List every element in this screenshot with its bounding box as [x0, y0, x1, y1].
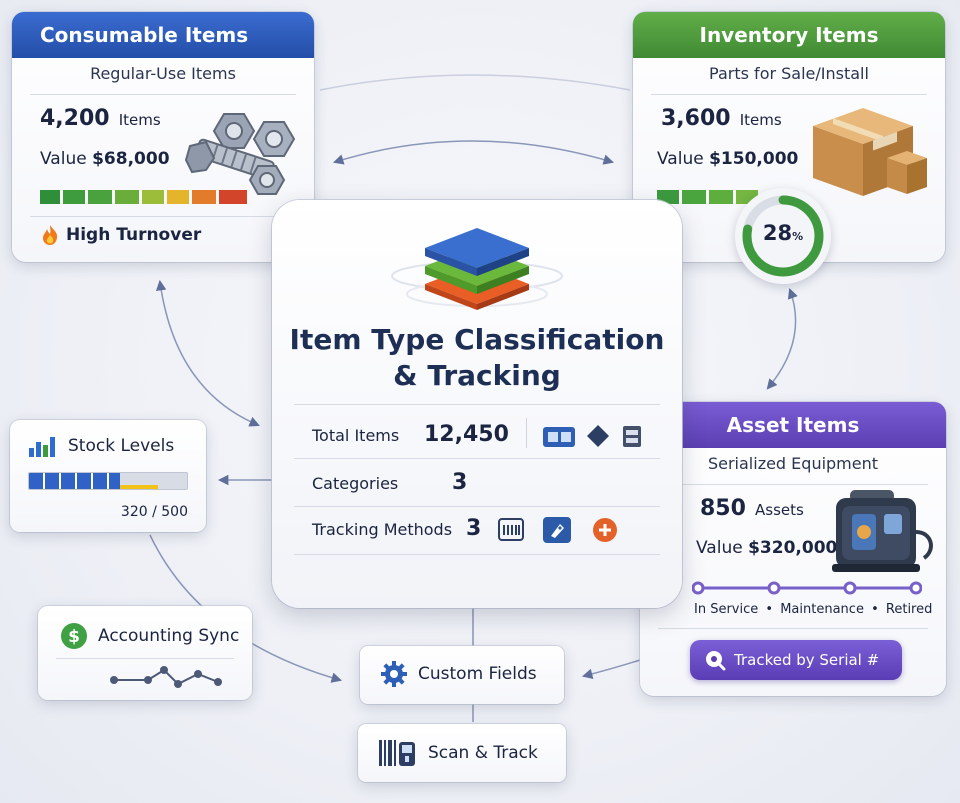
equipment-icon: [832, 490, 933, 572]
stage-maintenance: Maintenance: [780, 602, 864, 617]
boxes-icon: [813, 108, 927, 196]
scan-track-button[interactable]: Scan & Track: [358, 724, 566, 782]
svg-text:$: $: [68, 627, 80, 647]
total-items-value: 12,450: [424, 422, 509, 447]
consumable-count: 4,200: [40, 106, 110, 131]
asset-value-row: Value $320,000: [696, 538, 837, 558]
inventory-title: Inventory Items: [699, 23, 879, 47]
inventory-header: Inventory Items: [633, 12, 945, 58]
gauge-unit: %: [792, 230, 804, 243]
barcode-scanner-icon: [379, 740, 415, 766]
stock-levels-title: Stock Levels: [68, 436, 175, 456]
diamond-icon: [587, 425, 609, 447]
inventory-level-bar: [657, 190, 758, 204]
inventory-count: 3,600: [661, 106, 731, 131]
asset-value-label: Value: [696, 538, 743, 558]
consumable-value: $68,000: [92, 149, 170, 169]
consumable-value-label: Value: [40, 149, 87, 169]
total-items-label: Total Items: [312, 426, 400, 445]
categories-value: 3: [452, 470, 468, 495]
turnover-bar: [40, 190, 247, 204]
cabinet-icon: [623, 426, 641, 447]
custom-fields-button[interactable]: Custom Fields: [360, 646, 564, 704]
bolts-icon: [184, 113, 296, 195]
asset-title: Asset Items: [726, 413, 860, 437]
asset-header: Asset Items: [640, 402, 946, 448]
inventory-count-row: 3,600 Items: [661, 106, 782, 131]
stock-current: 320: [120, 504, 148, 520]
stock-levels-card[interactable]: Stock Levels 320 / 500: [10, 420, 206, 532]
inventory-value-label: Value: [657, 149, 704, 169]
tracking-methods-label: Tracking Methods: [312, 520, 453, 539]
storage-icon: [543, 427, 575, 447]
asset-count-unit: Assets: [755, 501, 804, 519]
tracked-by-serial-button[interactable]: Tracked by Serial #: [690, 640, 902, 680]
consumable-count-unit: Items: [118, 111, 161, 129]
scan-track-label: Scan & Track: [428, 743, 538, 763]
barcode-icon: [498, 518, 524, 541]
accounting-sync-card[interactable]: $ Accounting Sync: [38, 606, 252, 700]
consumable-subtitle: Regular-Use Items: [90, 64, 236, 83]
asset-count-row: 850 Assets: [700, 496, 804, 521]
gauge-ring: [742, 195, 824, 277]
flame-icon: [43, 225, 58, 245]
consumable-title: Consumable Items: [40, 23, 249, 47]
consumable-header: Consumable Items: [12, 12, 314, 58]
inventory-subtitle: Parts for Sale/Install: [709, 64, 869, 83]
center-title-line1: Item Type Classification: [289, 323, 665, 356]
stock-level-readout: 320 / 500: [120, 504, 188, 520]
gauge-value: 28: [762, 221, 793, 245]
stage-in-service: In Service: [694, 602, 759, 617]
accounting-sync-title: Accounting Sync: [98, 626, 240, 646]
high-turnover-badge: High Turnover: [40, 224, 201, 246]
custom-fields-label: Custom Fields: [418, 664, 537, 684]
asset-count: 850: [700, 496, 746, 521]
layers-icon: [391, 228, 563, 310]
add-tracking-icon[interactable]: [592, 517, 618, 543]
consumable-value-row: Value $68,000: [40, 149, 170, 169]
lifecycle-stages: In Service • Maintenance • Retired: [694, 602, 933, 617]
inventory-value: $150,000: [709, 149, 799, 169]
categories-label: Categories: [312, 474, 399, 493]
rfid-tag-icon: [543, 517, 571, 543]
asset-subtitle: Serialized Equipment: [707, 454, 879, 473]
dollar-icon: $: [61, 623, 87, 649]
stage-retired: Retired: [885, 602, 933, 617]
center-title-line2: & Tracking: [393, 359, 561, 392]
asset-card[interactable]: Asset Items Serialized Equipment 850 Ass…: [640, 402, 946, 696]
tag-icon: [706, 651, 726, 671]
inventory-value-row: Value $150,000: [657, 149, 798, 169]
consumable-card[interactable]: Consumable Items Regular-Use Items 4,200…: [12, 12, 314, 262]
consumable-count-row: 4,200 Items: [40, 106, 161, 131]
tracking-methods-value: 3: [466, 516, 482, 541]
center-title: Item Type Classification & Tracking: [272, 322, 682, 394]
stock-level-bar: [28, 472, 188, 490]
lifecycle-line: [692, 581, 922, 595]
high-turnover-label: High Turnover: [66, 225, 202, 245]
asset-value: $320,000: [748, 538, 838, 558]
center-card: Item Type Classification & Tracking Tota…: [272, 200, 682, 608]
inventory-count-unit: Items: [739, 111, 782, 129]
sync-network-icon: [110, 666, 222, 688]
gear-icon: [381, 661, 407, 687]
stock-max: 500: [161, 504, 188, 520]
inventory-gauge: 28%: [735, 188, 831, 284]
tracked-by-serial-label: Tracked by Serial #: [734, 651, 880, 669]
bar-chart-icon: [29, 437, 55, 457]
